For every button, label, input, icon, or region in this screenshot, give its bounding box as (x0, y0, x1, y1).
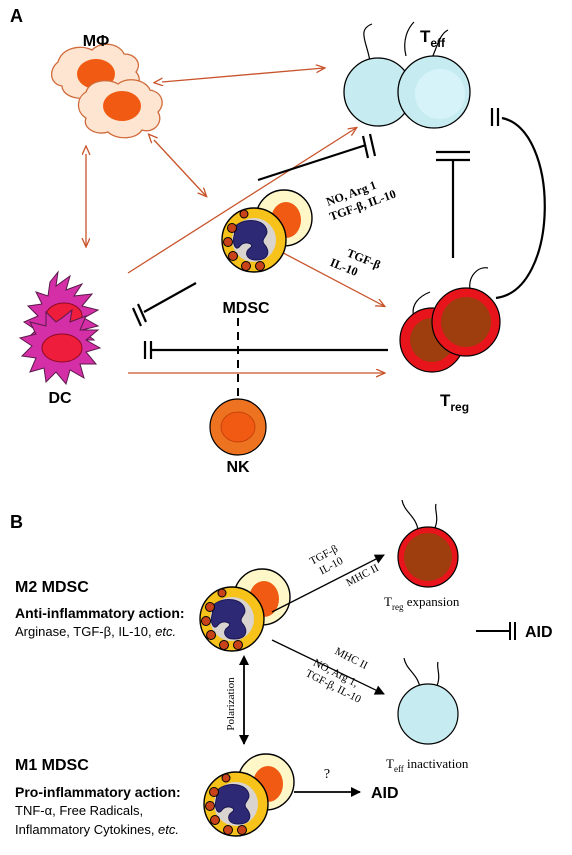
inhibit-mdsc-teff (257, 133, 377, 182)
treg-label: Treg (440, 391, 469, 414)
teff-inactivation-label: Teff inactivation (386, 756, 469, 774)
teff-label-sub: eff (430, 36, 446, 50)
teff-inactivation-cell (397, 657, 459, 745)
aid-inhibited-label: AID (525, 624, 553, 641)
m2-title: M2 MDSC (15, 579, 89, 596)
m2-factors-etc: etc. (155, 624, 176, 639)
teff-inactivation-rest: inactivation (404, 756, 469, 771)
mdsc-cell (221, 189, 313, 273)
inhibit-treg-dc (143, 341, 388, 359)
arrow-mdsc-treg (269, 245, 384, 306)
panel-a-label: A (10, 6, 23, 26)
mediators-to-teff: NO, Arg 1 TGF-β, IL-10 (324, 178, 397, 224)
nk-label: NK (226, 459, 250, 476)
m2-teff-mediators: MHC II NO, Arg 1, TGF-β, IL-10 (303, 645, 369, 706)
arrow-mphi-mdsc (154, 140, 206, 196)
m1-action-title: Pro-inflammatory action: (15, 784, 181, 800)
arrow-mphi-teff (162, 68, 324, 82)
inhibit-treg-teff (436, 150, 470, 258)
inhibit-mdsc-dc (131, 282, 197, 327)
inhibit-aid (476, 622, 516, 640)
teff-label-main: T (420, 27, 431, 46)
m1-title: M1 MDSC (15, 757, 89, 774)
macrophage-label: MΦ (83, 33, 109, 50)
dendritic-cells (18, 270, 102, 386)
mediators-to-treg: TGF-β IL-10 (328, 246, 382, 279)
m1-factors-line2: Inflammatory Cytokines, (15, 822, 158, 837)
m2-factors: Arginase, TGF-β, IL-10, etc. (15, 624, 176, 639)
question-mark: ? (324, 767, 330, 782)
teff-inactivation-main: T (386, 756, 394, 771)
nk-cell (209, 398, 267, 456)
aid-promoted-label: AID (371, 785, 399, 802)
m1-factors: Inflammatory Cytokines, etc. (15, 822, 179, 837)
panel-b-label: B (10, 512, 23, 532)
teff-label: Teff (420, 27, 446, 50)
treg-cells (399, 267, 501, 373)
m2-treg-mediators: TGF-β IL-10 MHC II (308, 543, 381, 589)
m2-action-title: Anti-inflammatory action: (15, 605, 185, 621)
macrophage-cells (51, 43, 163, 139)
m1-factors-etc: etc. (158, 822, 179, 837)
treg-label-main: T (440, 391, 451, 410)
mdsc-label: MDSC (222, 300, 270, 317)
arrow-dc-teff (127, 128, 356, 274)
dc-label: DC (48, 390, 72, 407)
arrow-m2-teff (271, 639, 385, 695)
m1-mdsc-cell (203, 753, 295, 837)
treg-expansion-rest: expansion (403, 594, 459, 609)
inhibit-treg-teff-loop (490, 108, 546, 300)
treg-expansion-main: T (384, 594, 392, 609)
arrow-m2-treg (271, 554, 385, 613)
m2-factors-text: Arginase, TGF-β, IL-10, (15, 624, 155, 639)
treg-expansion-label: Treg expansion (384, 594, 460, 612)
treg-expansion-cell (397, 499, 459, 588)
treg-expansion-sub: reg (392, 602, 404, 612)
m1-factors-line1: TNF-α, Free Radicals, (15, 803, 143, 818)
teff-inactivation-sub: eff (394, 764, 404, 774)
treg-label-sub: reg (450, 400, 469, 414)
polarization-label: Polarization (225, 677, 237, 731)
teff-cells (343, 21, 471, 129)
